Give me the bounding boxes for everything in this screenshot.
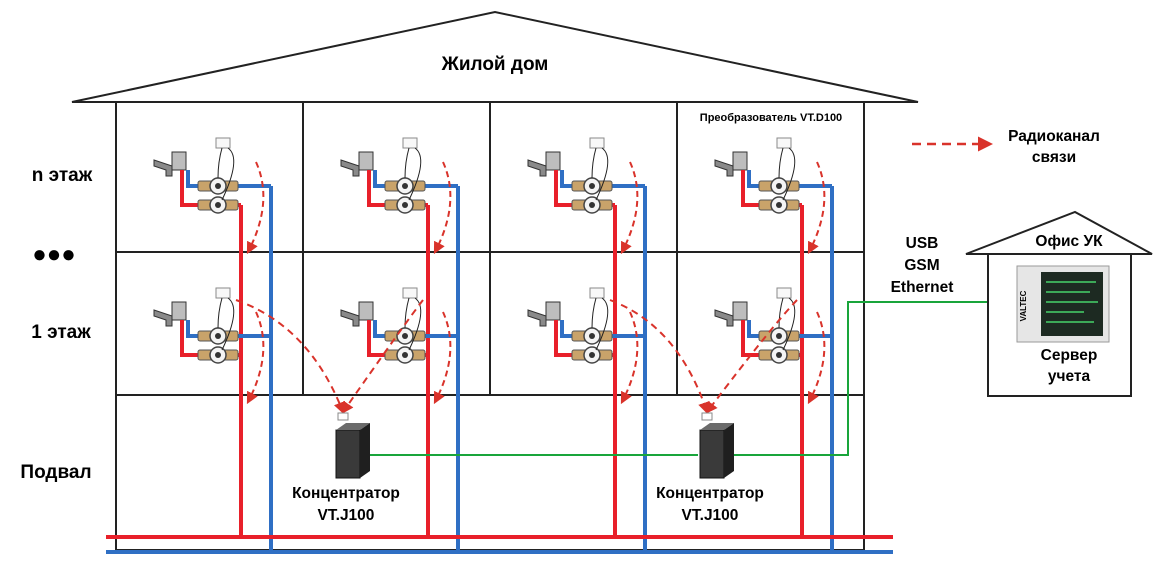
building: [72, 12, 918, 550]
faucet-body-icon: [546, 302, 560, 320]
hot-meter-icon-dial: [589, 352, 595, 358]
concentrator-2-label-line2: VT.J100: [682, 507, 739, 524]
cold-meter-icon-dial: [776, 183, 782, 189]
hot-meter-icon-dial: [589, 202, 595, 208]
server-label-line2: учета: [1048, 368, 1091, 385]
legend-label-line2: связи: [1032, 149, 1076, 166]
hot-meter-icon-dial: [215, 202, 221, 208]
concentrator-2-side: [724, 423, 734, 478]
concentrator-2-box: [700, 430, 724, 478]
faucet-body-icon: [733, 302, 747, 320]
cold-meter-icon-dial: [589, 333, 595, 339]
converter-label: Преобразователь VT.D100: [700, 112, 842, 124]
floor-label-ellipsis: ●●●: [32, 241, 76, 268]
concentrator-1-side: [360, 423, 370, 478]
faucet-body-icon: [546, 152, 560, 170]
hot-meter-icon-dial: [215, 352, 221, 358]
hot-meter-icon-dial: [402, 352, 408, 358]
concentrator-1-label-line2: VT.J100: [318, 507, 375, 524]
server-label-line1: Сервер: [1041, 347, 1098, 364]
faucet-body-icon: [733, 152, 747, 170]
legend-label-line1: Радиоканал: [1008, 128, 1100, 145]
cold-meter-icon-dial: [215, 183, 221, 189]
faucet-body-icon: [172, 302, 186, 320]
converter-module-icon: [590, 138, 604, 148]
converter-module-icon: [777, 288, 791, 298]
cold-meter-icon-dial: [215, 333, 221, 339]
concentrator-1-antenna: [338, 413, 348, 420]
building-title: Жилой дом: [441, 54, 549, 75]
faucet-body-icon: [359, 152, 373, 170]
interface-gsm: GSM: [904, 257, 939, 274]
floor-label-basement: Подвал: [20, 462, 91, 483]
office-title: Офис УК: [1035, 233, 1103, 250]
server-brand-logo: VALTEC: [1019, 290, 1028, 321]
floor-label-n: n этаж: [32, 165, 93, 186]
converter-module-icon: [590, 288, 604, 298]
interface-ethernet: Ethernet: [891, 279, 954, 296]
hot-meter-icon-dial: [776, 352, 782, 358]
concentrator-1-label-line1: Концентратор: [292, 485, 400, 502]
converter-module-icon: [403, 138, 417, 148]
converter-module-icon: [403, 288, 417, 298]
converter-module-icon: [216, 138, 230, 148]
cold-meter-icon-dial: [776, 333, 782, 339]
cold-meter-icon-dial: [589, 183, 595, 189]
concentrator-2-label-line1: Концентратор: [656, 485, 764, 502]
faucet-body-icon: [172, 152, 186, 170]
concentrator-1-box: [336, 430, 360, 478]
concentrator-2-antenna: [702, 413, 712, 420]
hot-meter-icon-dial: [776, 202, 782, 208]
converter-module-icon: [777, 138, 791, 148]
converter-module-icon: [216, 288, 230, 298]
faucet-body-icon: [359, 302, 373, 320]
floor-label-1: 1 этаж: [31, 322, 91, 343]
cold-meter-icon-dial: [402, 183, 408, 189]
interface-usb: USB: [906, 235, 939, 252]
hot-meter-icon-dial: [402, 202, 408, 208]
cold-meter-icon-dial: [402, 333, 408, 339]
